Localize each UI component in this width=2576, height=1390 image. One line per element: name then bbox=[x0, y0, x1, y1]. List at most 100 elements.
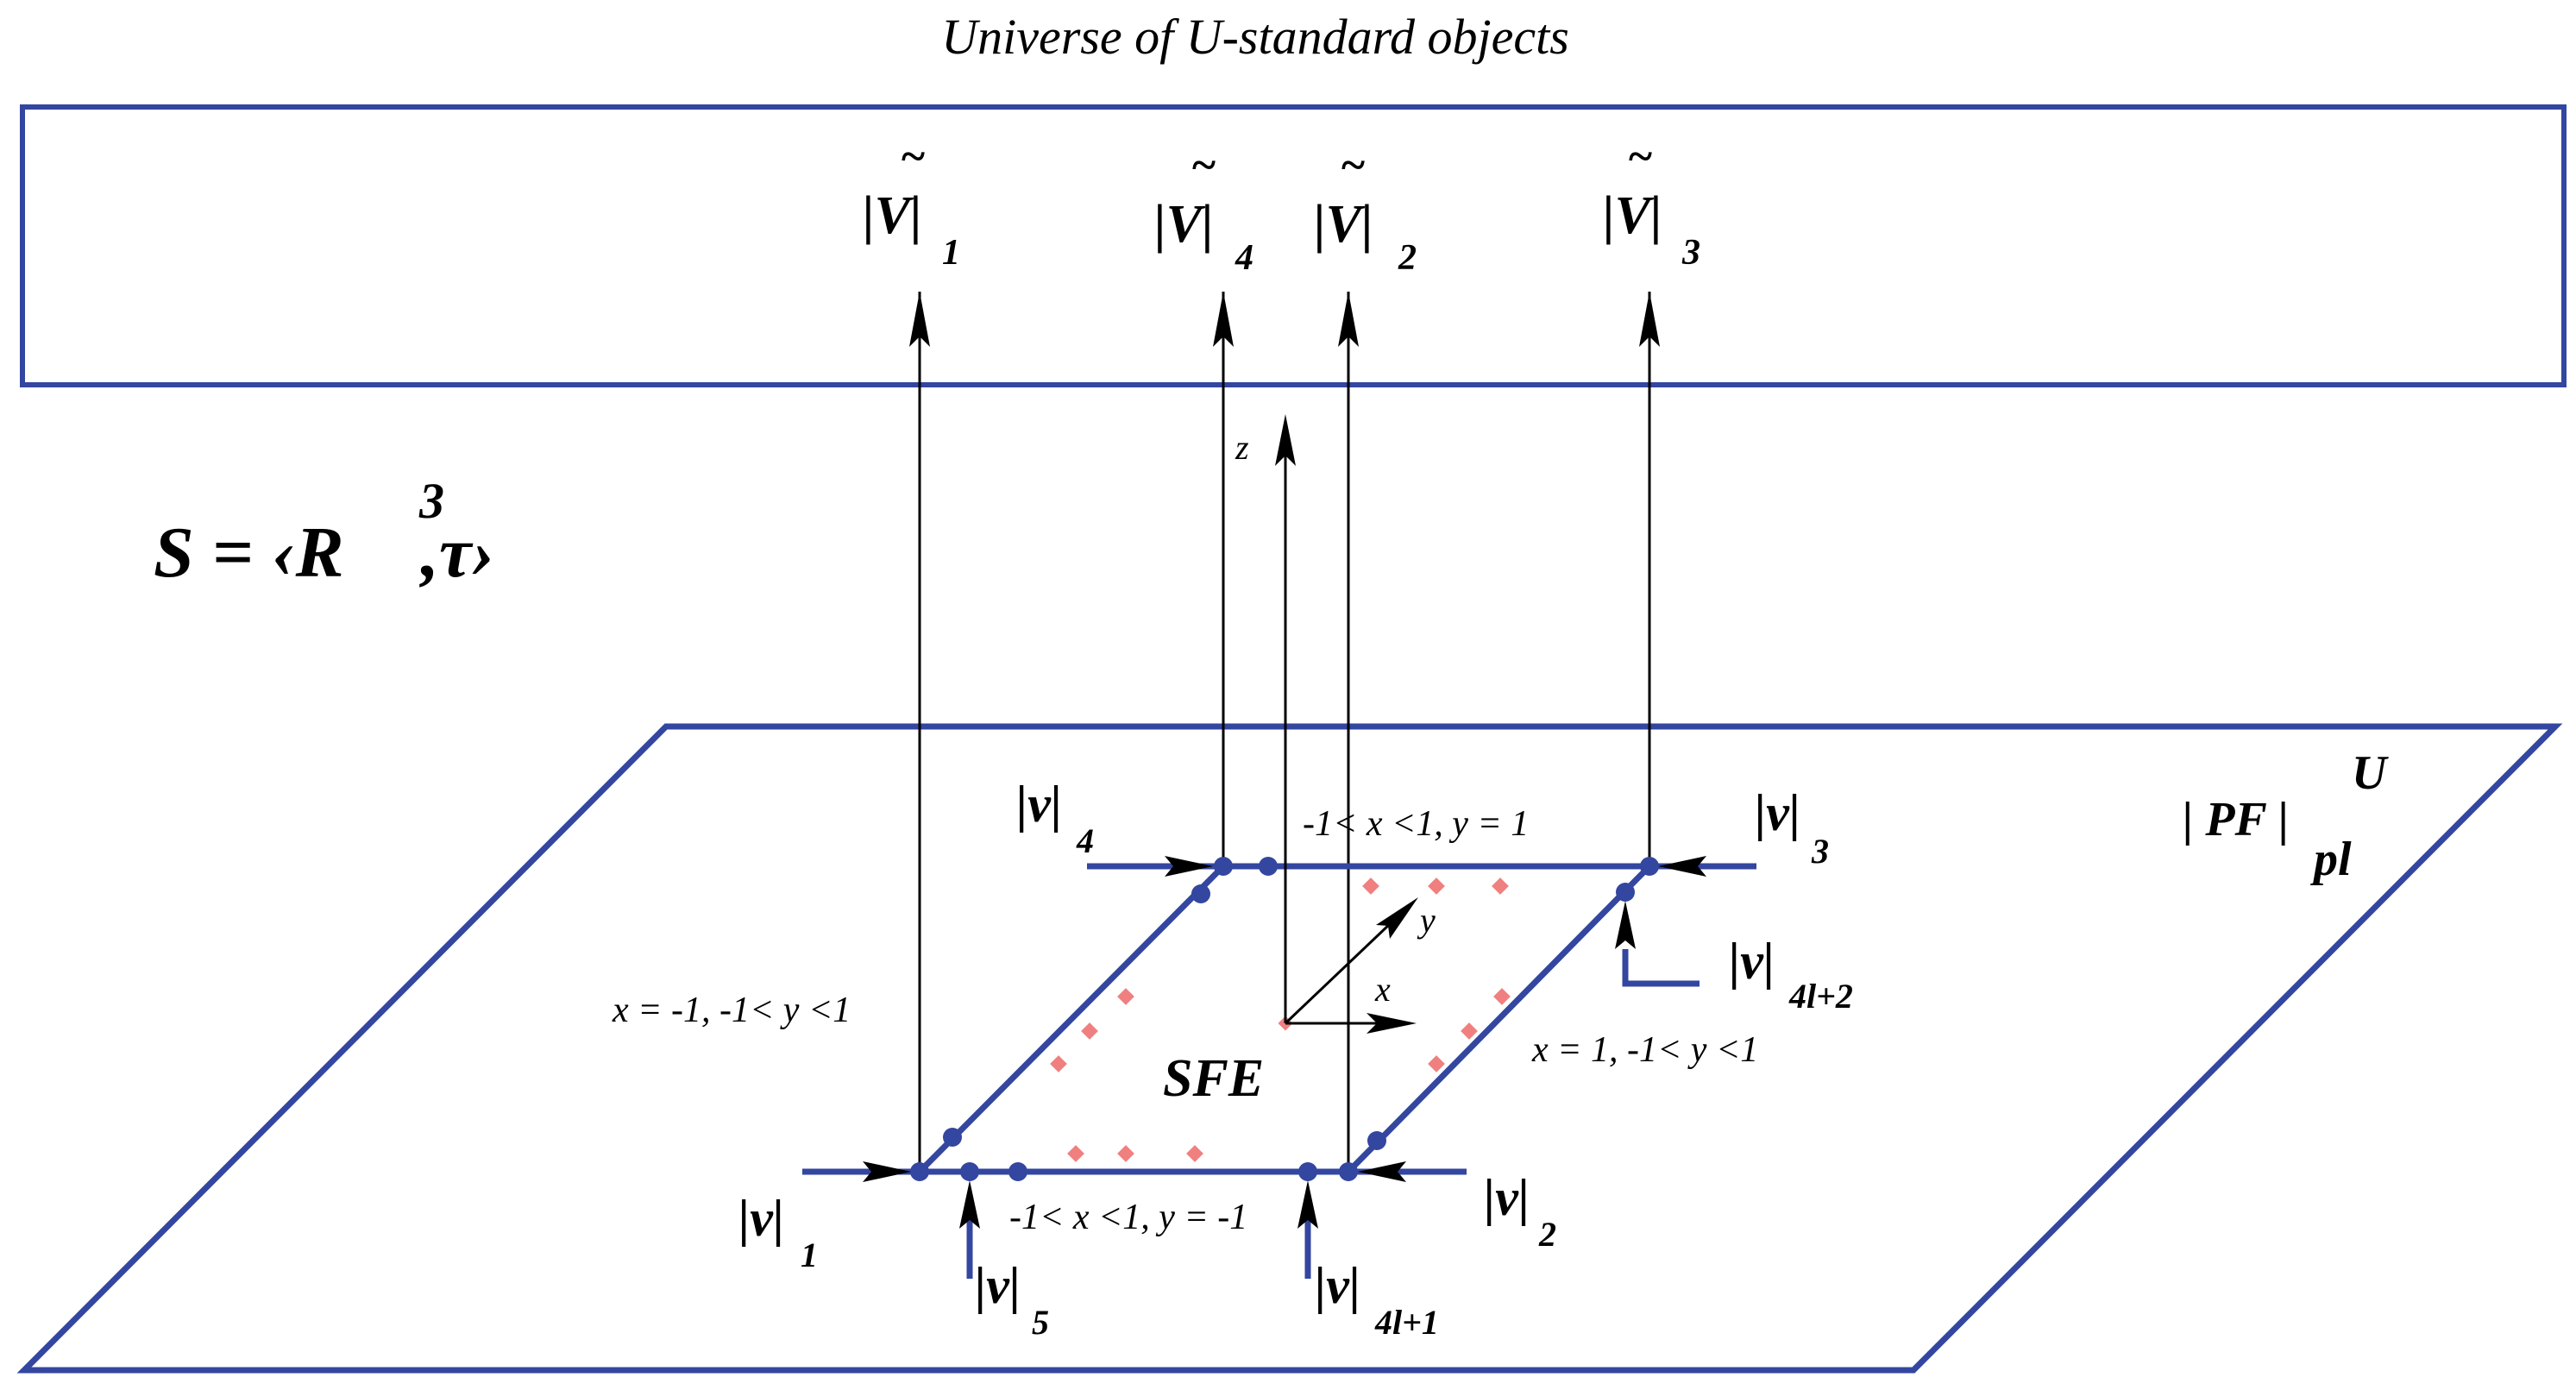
plane-label-bars: | PF | bbox=[2183, 793, 2289, 846]
upper-node-4-index: 4 bbox=[1235, 238, 1253, 278]
z-axis-arrow bbox=[1275, 414, 1296, 466]
leader-v3-arrow bbox=[1658, 856, 1706, 877]
interior-point-12 bbox=[1186, 1145, 1203, 1162]
system-label-exp: 3 bbox=[418, 473, 444, 529]
edge-condition-left: x = -1, -1< y <1 bbox=[612, 991, 851, 1030]
sfe-right-edge bbox=[1346, 864, 1652, 1174]
arrowhead-up-2 bbox=[1338, 292, 1359, 347]
node-v4 bbox=[1214, 857, 1233, 876]
upper-node-4-tilde: ~ bbox=[1192, 141, 1216, 190]
leader-v5-arrow bbox=[959, 1180, 980, 1229]
arrowhead-up-4 bbox=[1213, 292, 1234, 347]
upper-node-4-base: |V| bbox=[1154, 195, 1214, 254]
interior-point-3 bbox=[1492, 877, 1509, 895]
node-bottom-mid bbox=[1008, 1162, 1027, 1181]
node-v1 bbox=[910, 1162, 929, 1181]
node-v3 bbox=[1640, 857, 1659, 876]
lower-node-1-base: |v| bbox=[738, 1190, 784, 1247]
interior-point-8 bbox=[1461, 1022, 1478, 1040]
system-label-tail: ,τ› bbox=[419, 513, 495, 593]
node-left-upper bbox=[1191, 884, 1210, 903]
lower-node-4l1-base: |v| bbox=[1315, 1257, 1360, 1314]
lower-node-4-base: |v| bbox=[1016, 776, 1062, 833]
upper-node-2: ~ |V| 2 bbox=[1314, 141, 1417, 278]
upper-node-1-index: 1 bbox=[942, 233, 960, 273]
arrowhead-up-1 bbox=[909, 292, 930, 347]
x-axis-arrow bbox=[1367, 1013, 1417, 1034]
system-label-comma-tau: ,τ bbox=[419, 513, 474, 593]
edge-condition-top: -1< x <1, y = 1 bbox=[1303, 804, 1529, 844]
plane-label-sub: pl bbox=[2310, 833, 2352, 886]
system-label-close: › bbox=[471, 513, 495, 593]
lower-node-3: |v| 3 bbox=[1755, 784, 1829, 871]
lower-node-4l1-index: 4l+1 bbox=[1374, 1303, 1439, 1342]
interior-point-11 bbox=[1117, 1145, 1134, 1162]
pf-plane bbox=[16, 723, 2563, 1374]
system-label-r: R bbox=[295, 513, 344, 593]
arrowhead-up-3 bbox=[1639, 292, 1660, 347]
system-label-s: S = bbox=[154, 513, 272, 593]
upper-node-3: ~ |V| 3 bbox=[1603, 132, 1700, 273]
node-v4l2 bbox=[1616, 883, 1635, 902]
lower-node-4: |v| 4 bbox=[1016, 776, 1094, 860]
x-axis-label: x bbox=[1374, 970, 1391, 1009]
node-v5 bbox=[960, 1162, 979, 1181]
lower-node-1: |v| 1 bbox=[738, 1190, 818, 1274]
leader-v2-arrow bbox=[1358, 1161, 1406, 1182]
leader-v4-arrow bbox=[1165, 856, 1213, 877]
lower-node-4l2-base: |v| bbox=[1729, 933, 1775, 990]
upper-node-3-base: |V| bbox=[1603, 186, 1662, 245]
interior-point-4 bbox=[1117, 988, 1134, 1005]
lower-node-2-base: |v| bbox=[1484, 1169, 1530, 1226]
upper-node-2-tilde: ~ bbox=[1341, 141, 1365, 190]
y-axis-arrow bbox=[1376, 897, 1418, 939]
lower-node-2: |v| 2 bbox=[1484, 1169, 1556, 1254]
leader-v4l1-arrow bbox=[1297, 1180, 1318, 1229]
upper-node-1: ~ |V| 1 bbox=[863, 132, 960, 273]
lower-node-3-base: |v| bbox=[1755, 784, 1800, 841]
sfe-label: SFE bbox=[1163, 1049, 1264, 1108]
z-axis-label: z bbox=[1235, 428, 1249, 467]
universe-title: Universe of U-standard objects bbox=[941, 9, 1569, 65]
interior-point-6 bbox=[1050, 1055, 1067, 1072]
lower-node-5: |v| 5 bbox=[975, 1257, 1049, 1342]
upper-node-4: ~ |V| 4 bbox=[1154, 141, 1253, 278]
interior-point-1 bbox=[1362, 877, 1379, 895]
lower-node-4l2-index: 4l+2 bbox=[1788, 977, 1853, 1016]
sfe-edges bbox=[802, 863, 1756, 1279]
system-label-text: S = ‹R bbox=[154, 513, 344, 593]
plane-label: | PF | U pl bbox=[2183, 746, 2389, 886]
y-axis bbox=[1284, 921, 1392, 1025]
lower-node-1-index: 1 bbox=[801, 1236, 818, 1274]
interior-point-2 bbox=[1428, 877, 1445, 895]
plane-label-sup: U bbox=[2352, 746, 2389, 800]
upper-node-1-base: |V| bbox=[863, 186, 922, 245]
interior-point-9 bbox=[1428, 1055, 1445, 1072]
upper-node-2-base: |V| bbox=[1314, 195, 1373, 254]
node-leaders bbox=[806, 856, 1756, 1229]
boundary-nodes bbox=[910, 857, 1659, 1181]
edge-condition-bottom: -1< x <1, y = -1 bbox=[1009, 1198, 1247, 1237]
interior-point-10 bbox=[1067, 1145, 1084, 1162]
upper-node-3-tilde: ~ bbox=[1629, 132, 1652, 181]
node-v2 bbox=[1339, 1162, 1358, 1181]
system-label: S = ‹R 3 ,τ› bbox=[154, 473, 495, 593]
projection-lines bbox=[909, 292, 1660, 1172]
lower-node-4l1: |v| 4l+1 bbox=[1315, 1257, 1439, 1342]
interior-points bbox=[1050, 877, 1511, 1162]
interior-point-7 bbox=[1493, 988, 1511, 1005]
lower-node-3-index: 3 bbox=[1811, 832, 1829, 871]
lower-node-5-base: |v| bbox=[975, 1257, 1021, 1314]
edge-condition-right: x = 1, -1< y <1 bbox=[1531, 1030, 1758, 1070]
leader-v4l2-arrow bbox=[1615, 901, 1636, 949]
node-top-mid bbox=[1259, 857, 1278, 876]
universe-box bbox=[20, 104, 2567, 387]
upper-node-2-index: 2 bbox=[1398, 238, 1417, 278]
system-label-open: ‹ bbox=[272, 513, 296, 593]
local-axes: z y x bbox=[1235, 414, 1436, 1034]
upper-node-3-index: 3 bbox=[1681, 233, 1700, 273]
v4l2-tick bbox=[1622, 949, 1700, 987]
lower-node-5-index: 5 bbox=[1032, 1303, 1049, 1342]
node-v4l1 bbox=[1298, 1162, 1317, 1181]
